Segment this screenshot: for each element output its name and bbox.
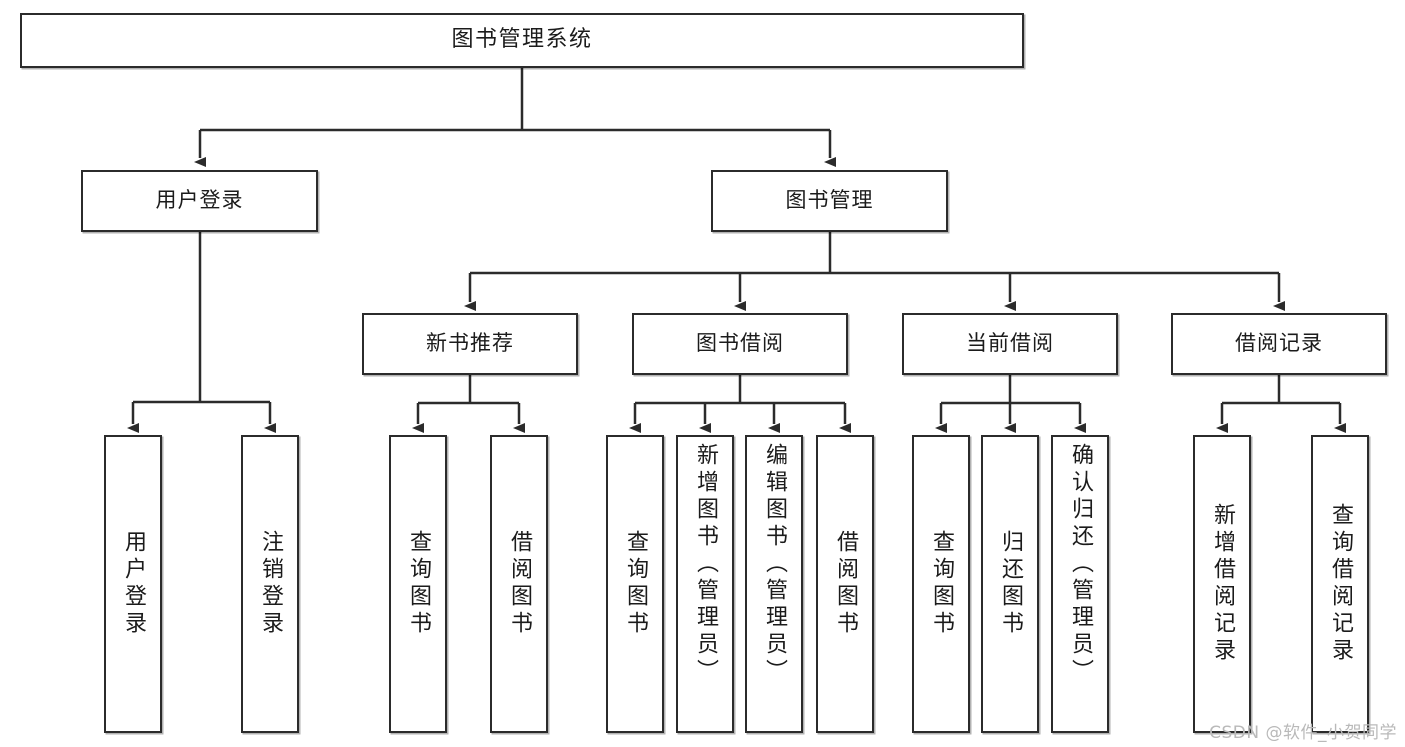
node-book-borrow[interactable]: 图书借阅 (632, 313, 848, 375)
node-label: 查询借阅记录 (1328, 503, 1353, 665)
leaf-add-borrow-record[interactable]: 新增借阅记录 (1193, 435, 1251, 733)
node-label: 新增借阅记录 (1210, 503, 1235, 665)
leaf-logout[interactable]: 注销登录 (241, 435, 299, 733)
node-label: 归还图书 (998, 530, 1023, 638)
node-root-system[interactable]: 图书管理系统 (20, 13, 1024, 68)
node-borrow-record[interactable]: 借阅记录 (1171, 313, 1387, 375)
node-label: 新书推荐 (426, 331, 514, 356)
node-label: 借阅图书 (507, 530, 532, 638)
leaf-query-borrow-record[interactable]: 查询借阅记录 (1311, 435, 1369, 733)
node-label: 当前借阅 (966, 331, 1054, 356)
node-label: 确认归还（管理员） (1068, 443, 1093, 686)
node-label: 注销登录 (258, 530, 283, 638)
node-book-management[interactable]: 图书管理 (711, 170, 948, 232)
node-label: 借阅记录 (1235, 331, 1323, 356)
node-label: 借阅图书 (833, 530, 858, 638)
node-label: 查询图书 (406, 530, 431, 638)
leaf-borrow-book[interactable]: 借阅图书 (816, 435, 874, 733)
node-label: 新增图书（管理员） (693, 443, 718, 686)
node-label: 用户登录 (155, 188, 244, 213)
node-label: 用户登录 (121, 530, 146, 638)
watermark-text: CSDN @软件_小贺同学 (1209, 723, 1397, 743)
node-label: 查询图书 (929, 530, 954, 638)
node-new-book-recommend[interactable]: 新书推荐 (362, 313, 578, 375)
node-user-login[interactable]: 用户登录 (81, 170, 318, 232)
node-label: 查询图书 (623, 530, 648, 638)
leaf-user-login[interactable]: 用户登录 (104, 435, 162, 733)
leaf-add-book-admin[interactable]: 新增图书（管理员） (676, 435, 734, 733)
leaf-query-book-current[interactable]: 查询图书 (912, 435, 970, 733)
leaf-confirm-return-admin[interactable]: 确认归还（管理员） (1051, 435, 1109, 733)
node-label: 图书借阅 (696, 331, 784, 356)
node-label: 编辑图书（管理员） (762, 443, 787, 686)
node-current-borrow[interactable]: 当前借阅 (902, 313, 1118, 375)
node-label: 图书管理 (785, 188, 874, 213)
leaf-query-book-borrow[interactable]: 查询图书 (606, 435, 664, 733)
leaf-borrow-book-recommend[interactable]: 借阅图书 (490, 435, 548, 733)
leaf-edit-book-admin[interactable]: 编辑图书（管理员） (745, 435, 803, 733)
node-label: 图书管理系统 (451, 27, 593, 53)
leaf-query-book-recommend[interactable]: 查询图书 (389, 435, 447, 733)
leaf-return-book[interactable]: 归还图书 (981, 435, 1039, 733)
